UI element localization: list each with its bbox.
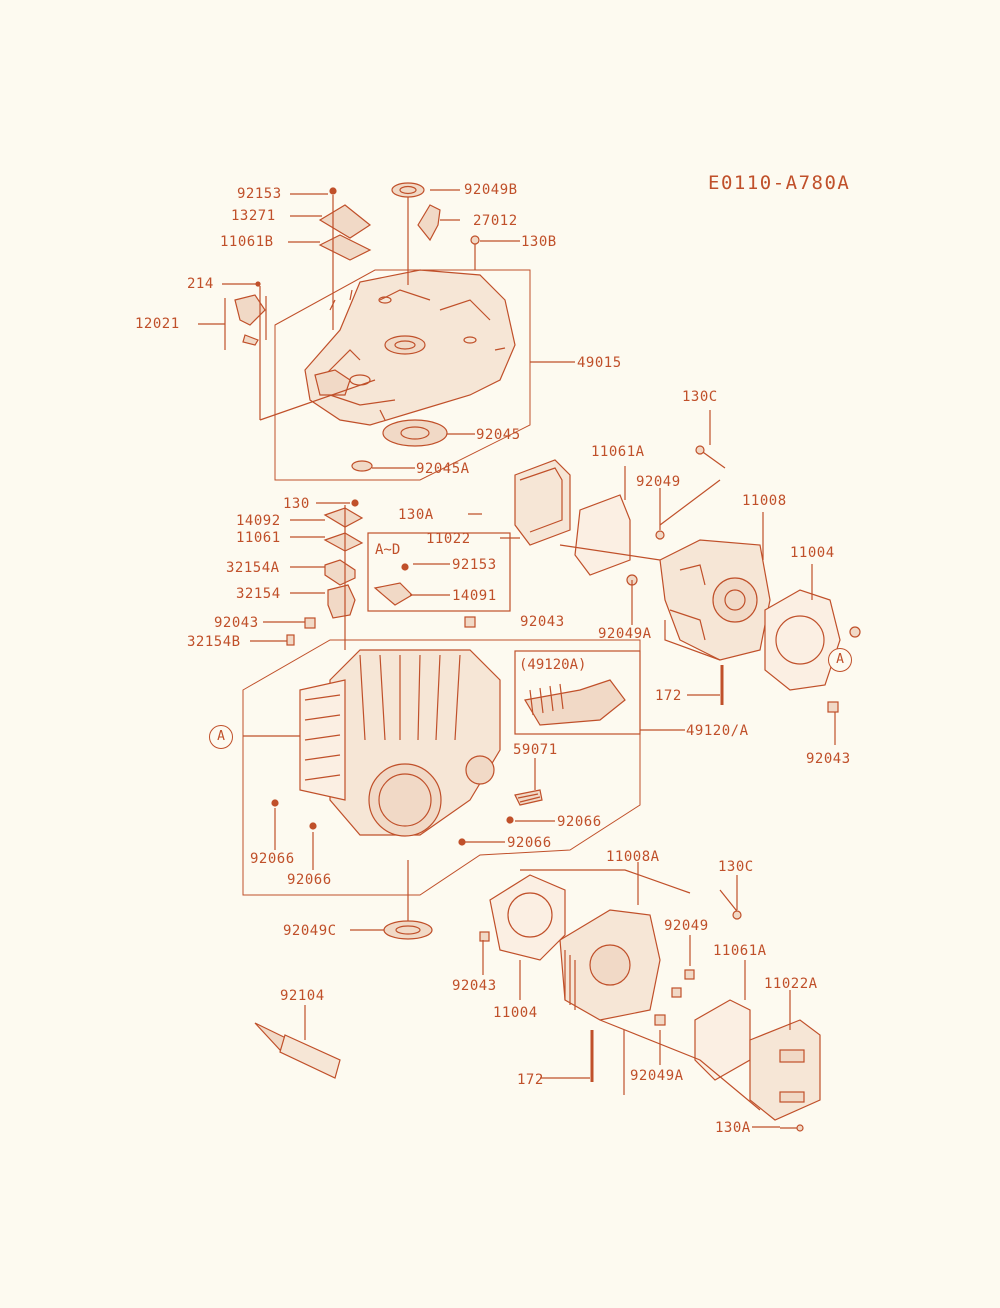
part-label: 12021 <box>135 316 180 332</box>
part-label: 49015 <box>577 355 622 371</box>
head-gasket-11004 <box>764 589 841 691</box>
part-label: 11008 <box>742 493 787 509</box>
bearing-92045 <box>382 419 448 447</box>
seal-92049c <box>383 920 433 940</box>
part-label: 130 <box>283 496 310 512</box>
part-label: 11061 <box>236 530 281 546</box>
breather-32154a <box>324 559 356 586</box>
part-label: 92049 <box>636 474 681 490</box>
part-label: 11008A <box>606 849 660 865</box>
part-label: 130C <box>718 859 754 875</box>
part-label: 14092 <box>236 513 281 529</box>
part-label: 27012 <box>473 213 518 229</box>
part-label: 130A <box>715 1120 751 1136</box>
bracket-27012 <box>417 204 441 242</box>
part-label: 92104 <box>280 988 325 1004</box>
part-label: 92043 <box>214 615 259 631</box>
head-gasket-11004-lower <box>489 874 566 961</box>
part-label: 11022 <box>426 531 471 547</box>
seal-92045a <box>351 460 373 472</box>
part-label: 11004 <box>790 545 835 561</box>
diagram-code: E0110-A780A <box>708 172 851 194</box>
breather-32154 <box>327 584 356 619</box>
part-label: 92043 <box>806 751 851 767</box>
part-label: 172 <box>655 688 682 704</box>
part-label: 92066 <box>287 872 332 888</box>
part-label: 172 <box>517 1072 544 1088</box>
plate-14092 <box>323 507 364 528</box>
bolt-130b <box>470 235 480 270</box>
gasket-11061b <box>318 234 372 261</box>
gasket-11061a <box>574 494 631 576</box>
part-label: 11022A <box>764 976 818 992</box>
part-label: 92049 <box>664 918 709 934</box>
part-label: 32154A <box>226 560 280 576</box>
bolt-130c <box>699 449 726 469</box>
part-label: 92045 <box>476 427 521 443</box>
part-label: 214 <box>187 276 214 292</box>
part-label: 92066 <box>557 814 602 830</box>
part-label: 92066 <box>507 835 552 851</box>
part-label: 92049A <box>598 626 652 642</box>
part-label: 92066 <box>250 851 295 867</box>
part-label: 59071 <box>513 742 558 758</box>
part-label: 14091 <box>452 588 497 604</box>
plate-13271 <box>318 204 372 239</box>
part-label: 92045A <box>416 461 470 477</box>
part-label: 11061A <box>713 943 767 959</box>
crankcase <box>299 649 501 837</box>
part-label: 130C <box>682 389 718 405</box>
part-label: 13271 <box>231 208 276 224</box>
part-label: 11061B <box>220 234 274 250</box>
box-a-d <box>367 532 511 612</box>
spring-59071 <box>514 789 543 806</box>
box-a-d-title: A~D <box>375 542 401 558</box>
box-49120a-title: (49120A) <box>519 657 587 673</box>
cylinder-head-11008 <box>659 539 771 661</box>
valve-cover-11022 <box>514 459 571 546</box>
part-label: 49120/A <box>686 723 749 739</box>
governor-12021 <box>234 294 266 326</box>
part-label: 11004 <box>493 1005 538 1021</box>
part-label: 130B <box>521 234 557 250</box>
sealant-tube-92104 <box>254 1022 341 1079</box>
part-label: 92043 <box>520 614 565 630</box>
part-label: 32154 <box>236 586 281 602</box>
part-label: 92043 <box>452 978 497 994</box>
part-label: 92153 <box>452 557 497 573</box>
crankcase-cover <box>304 269 516 426</box>
valve-cover-11022a <box>749 1019 821 1121</box>
part-label: 92049A <box>630 1068 684 1084</box>
part-label: 92049B <box>464 182 518 198</box>
part-label: 92153 <box>237 186 282 202</box>
callout-a-left: A <box>209 725 233 749</box>
part-label: 92049C <box>283 923 337 939</box>
part-label: 130A <box>398 507 434 523</box>
cylinder-head-11008a <box>559 909 661 1021</box>
callout-a-right: A <box>828 648 852 672</box>
gasket-11061 <box>323 532 364 552</box>
part-label: 32154B <box>187 634 241 650</box>
part-label: 11061A <box>591 444 645 460</box>
gasket-11061a-lower <box>694 999 751 1081</box>
